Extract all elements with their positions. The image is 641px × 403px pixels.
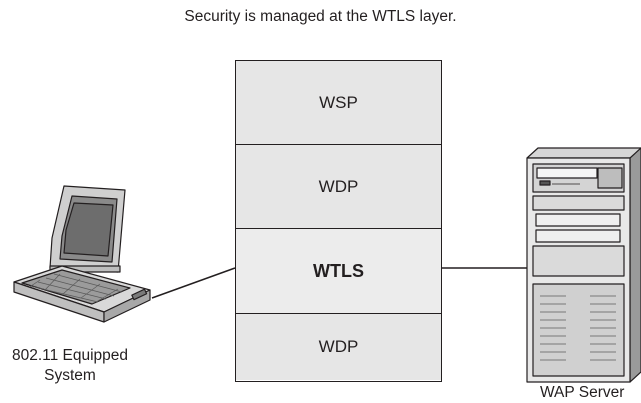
laptop-icon bbox=[13, 185, 151, 323]
layer-wtls: WTLS bbox=[236, 229, 441, 314]
server-label: WAP Server bbox=[540, 384, 625, 401]
laptop-connection-line bbox=[151, 267, 236, 299]
server-tower-icon bbox=[526, 147, 641, 383]
layer-wdp-lower: WDP bbox=[236, 314, 441, 380]
laptop-label-line1: 802.11 Equipped bbox=[11, 347, 129, 364]
layer-wdp-upper: WDP bbox=[236, 145, 441, 229]
laptop-label: 802.11 Equipped System bbox=[0, 346, 140, 386]
diagram-caption: Security is managed at the WTLS layer. bbox=[184, 8, 457, 25]
layer-wsp: WSP bbox=[236, 61, 441, 145]
protocol-stack: WSP WDP WTLS WDP bbox=[235, 60, 442, 382]
laptop-label-line2: System bbox=[44, 367, 96, 384]
